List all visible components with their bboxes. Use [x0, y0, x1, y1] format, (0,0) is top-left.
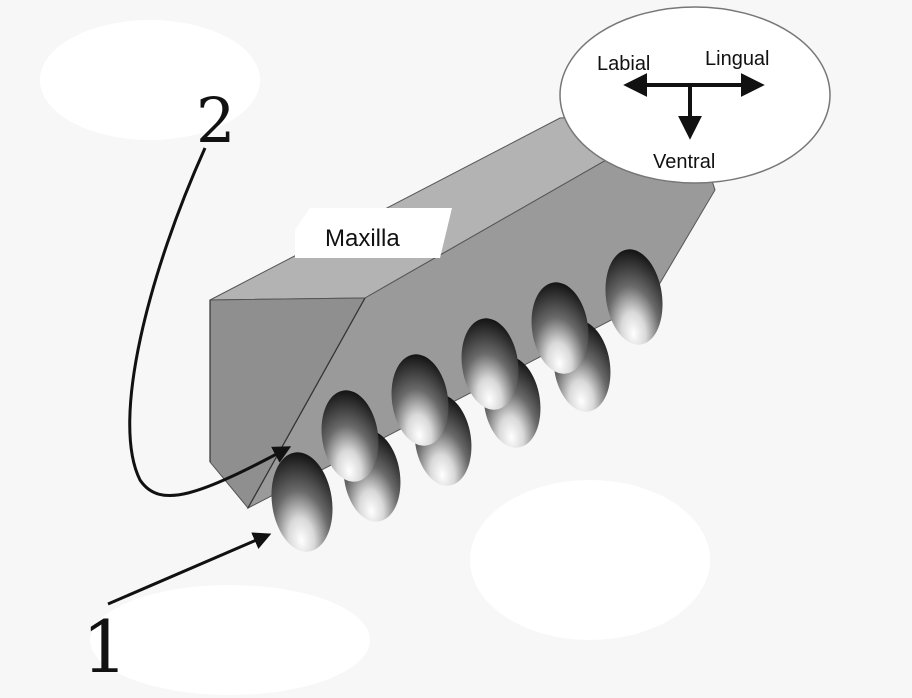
teeth-row: [271, 249, 663, 552]
compass-ventral-label: Ventral: [653, 151, 715, 173]
compass-labial-label: Labial: [597, 53, 650, 75]
annotation-arrow-2: [128, 147, 292, 498]
annotation-label-1: 1: [82, 605, 128, 689]
erased-patch: [40, 20, 260, 140]
orientation-compass: Labial Lingual Ventral: [559, 6, 831, 184]
tooth: [391, 354, 449, 446]
maxilla-label-box: Maxilla: [295, 208, 452, 258]
annotation-label-2: 2: [196, 84, 235, 157]
maxilla-edge: [247, 297, 366, 509]
tooth: [461, 318, 519, 410]
tooth: [271, 452, 333, 552]
annotation-arrow-1: [107, 532, 272, 606]
compass-lingual-label: Lingual: [705, 48, 770, 70]
tooth: [531, 282, 589, 374]
erased-patch: [90, 585, 370, 695]
compass-oval: [559, 6, 831, 184]
tooth: [605, 249, 663, 345]
erased-patch: [470, 480, 710, 640]
maxilla-label: Maxilla: [325, 225, 400, 252]
tooth: [321, 390, 379, 482]
